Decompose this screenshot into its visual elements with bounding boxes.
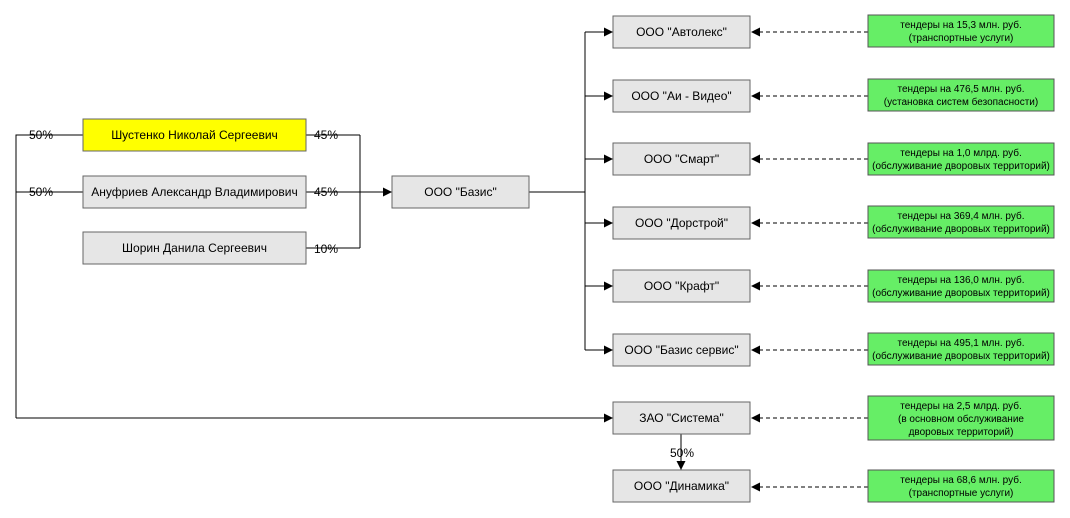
hub-connectors — [529, 27, 613, 355]
company-box-1 — [612, 15, 751, 49]
tender-type: дворовых территорий) — [909, 427, 1014, 438]
company-name: ООО "Аи - Видео" — [631, 89, 731, 103]
sistema-box — [612, 401, 751, 435]
owner-node: Шустенко Николай Сергеевич — [82, 118, 307, 152]
tender-type: (обслуживание дворовых территорий) — [872, 350, 1050, 362]
share-label: 45% — [314, 185, 338, 199]
tender-node: тендеры на 136,0 млн. руб. (обслуживание… — [867, 269, 1055, 303]
hub-node: ООО "Базис" — [391, 175, 530, 209]
tender-box-dinamika — [867, 469, 1055, 503]
company-name: ООО "Смарт" — [644, 152, 719, 166]
owner-name: Ануфриев Александр Владимирович — [91, 185, 298, 199]
share-label: 50% — [29, 128, 53, 142]
company-name: ООО "Базис сервис" — [624, 343, 738, 357]
dinamika-node: ООО "Динамика" — [612, 469, 751, 503]
sistema-node: ЗАО "Система" — [612, 401, 751, 435]
tender-amount: тендеры на 476,5 млн. руб. — [898, 83, 1025, 95]
tender-box-sistema — [867, 395, 1055, 441]
connector-owner-1-left — [15, 134, 83, 418]
share-label: 50% — [670, 446, 694, 460]
tender-type: (транспортные услуги) — [909, 33, 1014, 44]
dinamika-name: ООО "Динамика" — [634, 479, 729, 493]
company-name: ООО "Автолекс" — [636, 25, 727, 39]
tender-connectors — [751, 27, 868, 492]
tender-amount: тендеры на 369,4 млн. руб. — [898, 210, 1025, 222]
dinamika-box — [612, 469, 751, 503]
owner-box-2 — [82, 175, 307, 209]
tender-type: (обслуживание дворовых территорий) — [872, 223, 1050, 235]
company-node: ООО "Крафт" — [612, 269, 751, 303]
sistema-connector — [15, 134, 613, 423]
tender-type: (в основном обслуживание — [898, 413, 1024, 425]
tender-box-3 — [867, 142, 1055, 176]
share-label: 45% — [314, 128, 338, 142]
company-box-2 — [612, 79, 751, 113]
tender-amount: тендеры на 2,5 млрд. руб. — [900, 400, 1022, 412]
tender-node: тендеры на 15,3 млн. руб. (транспортные … — [867, 14, 1055, 48]
tender-box-5 — [867, 269, 1055, 303]
tender-node: тендеры на 68,6 млн. руб. (транспортные … — [867, 469, 1055, 503]
tender-type: (обслуживание дворовых территорий) — [872, 160, 1050, 172]
sistema-name: ЗАО "Система" — [639, 411, 724, 425]
tender-box-1 — [867, 14, 1055, 48]
hub-box — [391, 175, 530, 209]
company-name: ООО "Крафт" — [644, 279, 719, 293]
company-box-4 — [612, 206, 751, 240]
tender-node: тендеры на 2,5 млрд. руб. (в основном об… — [867, 395, 1055, 441]
tender-type: (установка систем безопасности) — [884, 96, 1038, 108]
company-name: ООО "Дорстрой" — [635, 216, 728, 230]
owner-name: Шустенко Николай Сергеевич — [111, 128, 278, 142]
tender-box-6 — [867, 332, 1055, 366]
tender-type: (обслуживание дворовых территорий) — [872, 287, 1050, 299]
company-box-6 — [612, 333, 751, 367]
tender-amount: тендеры на 68,6 млн. руб. — [900, 474, 1021, 486]
tender-amount: тендеры на 495,1 млн. руб. — [898, 337, 1025, 349]
owner-node: Ануфриев Александр Владимирович — [82, 175, 307, 209]
tender-box-2 — [867, 78, 1055, 112]
tender-box-4 — [867, 205, 1055, 239]
tender-amount: тендеры на 136,0 млн. руб. — [898, 274, 1025, 286]
owner-connectors — [306, 134, 392, 249]
share-label: 50% — [29, 185, 53, 199]
tender-node: тендеры на 476,5 млн. руб. (установка си… — [867, 78, 1055, 112]
company-node: ООО "Смарт" — [612, 142, 751, 176]
company-node: ООО "Аи - Видео" — [612, 79, 751, 113]
hub-name: ООО "Базис" — [424, 185, 496, 199]
company-node: ООО "Автолекс" — [612, 15, 751, 49]
tender-amount: тендеры на 1,0 млрд. руб. — [900, 147, 1022, 159]
tender-node: тендеры на 495,1 млн. руб. (обслуживание… — [867, 332, 1055, 366]
owner-node: Шорин Данила Сергеевич — [82, 231, 307, 265]
tender-amount: тендеры на 15,3 млн. руб. — [900, 19, 1021, 31]
company-node: ООО "Базис сервис" — [612, 333, 751, 367]
owner-box-1 — [82, 118, 307, 152]
owner-name: Шорин Данила Сергеевич — [122, 241, 267, 255]
tender-node: тендеры на 369,4 млн. руб. (обслуживание… — [867, 205, 1055, 239]
company-box-3 — [612, 142, 751, 176]
tender-type: (транспортные услуги) — [909, 488, 1014, 499]
owner-box-3 — [82, 231, 307, 265]
company-box-5 — [612, 269, 751, 303]
share-label: 10% — [314, 242, 338, 256]
tender-node: тендеры на 1,0 млрд. руб. (обслуживание … — [867, 142, 1055, 176]
company-node: ООО "Дорстрой" — [612, 206, 751, 240]
